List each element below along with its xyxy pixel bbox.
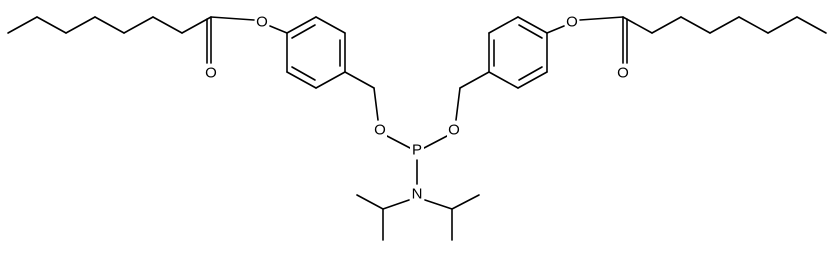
bond-ring-left-1 bbox=[286, 16, 317, 34]
atom-phosphorus: P bbox=[410, 141, 424, 159]
bond-ring-left-inner-3 bbox=[291, 66, 316, 81]
bond-chain-left-5 bbox=[123, 16, 154, 34]
bond-ipr-right-me1 bbox=[451, 194, 480, 210]
bond-chain-left-6 bbox=[152, 16, 183, 34]
bond-ester-right-ring-o bbox=[546, 25, 565, 34]
bond-ring-right-inner-3 bbox=[518, 66, 543, 81]
bond-ring-right-5 bbox=[517, 71, 548, 89]
bond-chain-left-2 bbox=[36, 16, 67, 34]
svg-text:O: O bbox=[374, 122, 386, 139]
bond-ester-left-c-o bbox=[210, 16, 255, 21]
bond-ring-right-inner-2 bbox=[518, 24, 543, 39]
atom-labels: O O O P O N O O bbox=[204, 13, 630, 203]
bond-chain-right-4 bbox=[709, 16, 740, 34]
atom-o-ester-left: O bbox=[255, 13, 269, 31]
bond-ring-left-2 bbox=[315, 16, 346, 34]
bond-ring-left-4 bbox=[315, 71, 346, 89]
svg-text:O: O bbox=[205, 65, 217, 82]
bond-chain-left-3 bbox=[65, 16, 96, 34]
bond-ester-left-o-ring bbox=[269, 25, 288, 34]
svg-text:P: P bbox=[412, 142, 422, 159]
svg-text:N: N bbox=[412, 186, 423, 203]
bond-n-ipr-left bbox=[382, 199, 410, 210]
bond-chain-right-6 bbox=[767, 16, 798, 34]
bond-chain-right-2 bbox=[651, 16, 682, 34]
bond-ring-right-6 bbox=[488, 71, 519, 89]
bond-ipr-left-me1 bbox=[356, 194, 384, 210]
bond-ring-left-inner-1 bbox=[291, 24, 316, 39]
svg-text:O: O bbox=[566, 14, 578, 31]
bond-ring-right-2 bbox=[488, 16, 519, 34]
bond-ch2-o-right bbox=[455, 87, 461, 121]
bond-chain-right-5 bbox=[738, 16, 769, 34]
atom-nitrogen: N bbox=[410, 185, 424, 203]
bond-o-p-right bbox=[423, 135, 448, 149]
bond-ch2-left bbox=[344, 71, 375, 89]
svg-text:O: O bbox=[617, 65, 629, 82]
svg-text:O: O bbox=[256, 14, 268, 31]
bond-lines bbox=[7, 16, 827, 241]
bond-ch2-o-left bbox=[373, 87, 379, 121]
atom-o-carbonyl-left: O bbox=[204, 64, 218, 82]
bond-ester-right-o-c bbox=[579, 16, 624, 21]
bond-ch2-right bbox=[459, 71, 490, 89]
svg-text:O: O bbox=[448, 122, 460, 139]
bond-chain-left-4 bbox=[94, 16, 125, 34]
bond-chain-left-1 bbox=[7, 16, 38, 34]
bond-chain-right-3 bbox=[680, 16, 711, 34]
bond-chain-right-7 bbox=[796, 16, 827, 34]
atom-o-ester-right: O bbox=[565, 13, 579, 31]
bond-ring-left-5 bbox=[286, 71, 317, 89]
bond-ring-right-3 bbox=[517, 16, 548, 34]
bond-chain-right-1 bbox=[622, 16, 653, 34]
atom-o-ether-right: O bbox=[447, 121, 461, 139]
atom-o-carbonyl-right: O bbox=[616, 64, 630, 82]
bond-o-p-left bbox=[386, 135, 411, 149]
atom-o-ether-left: O bbox=[373, 121, 387, 139]
bond-n-ipr-right bbox=[424, 199, 453, 210]
bond-chain-left-7 bbox=[181, 16, 212, 34]
